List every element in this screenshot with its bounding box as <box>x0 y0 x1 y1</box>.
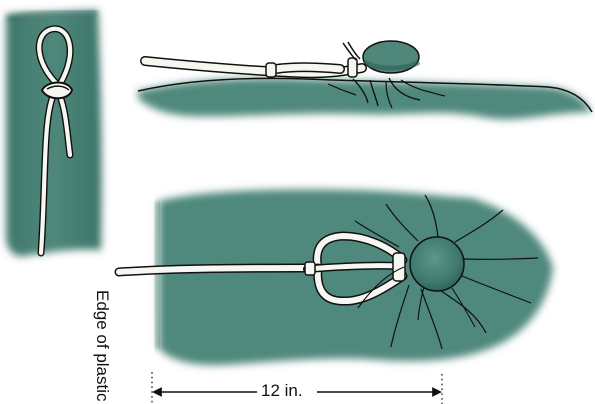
top-left-loop-panel <box>6 10 102 256</box>
plastic-sheet-strip <box>6 10 102 256</box>
top-side-view-panel <box>138 41 592 119</box>
knot-wrap <box>42 83 72 99</box>
plastic-side-view <box>138 78 592 119</box>
ball-tie-line-2 <box>348 42 360 59</box>
plastic-sheet-large <box>159 189 553 365</box>
edge-label: Edge of plastic <box>92 290 112 402</box>
rope-wrap-bottom-left <box>305 262 315 275</box>
tied-ball-bottom <box>410 237 464 291</box>
rope-wrap-top-right <box>348 58 357 77</box>
bottom-top-view-panel <box>119 189 553 365</box>
dimension-label: 12 in. <box>261 381 303 401</box>
plastic-left-edge-shadow <box>155 201 159 349</box>
rope-overlap-top <box>276 67 340 69</box>
rope-wrap-top-left <box>266 63 276 77</box>
